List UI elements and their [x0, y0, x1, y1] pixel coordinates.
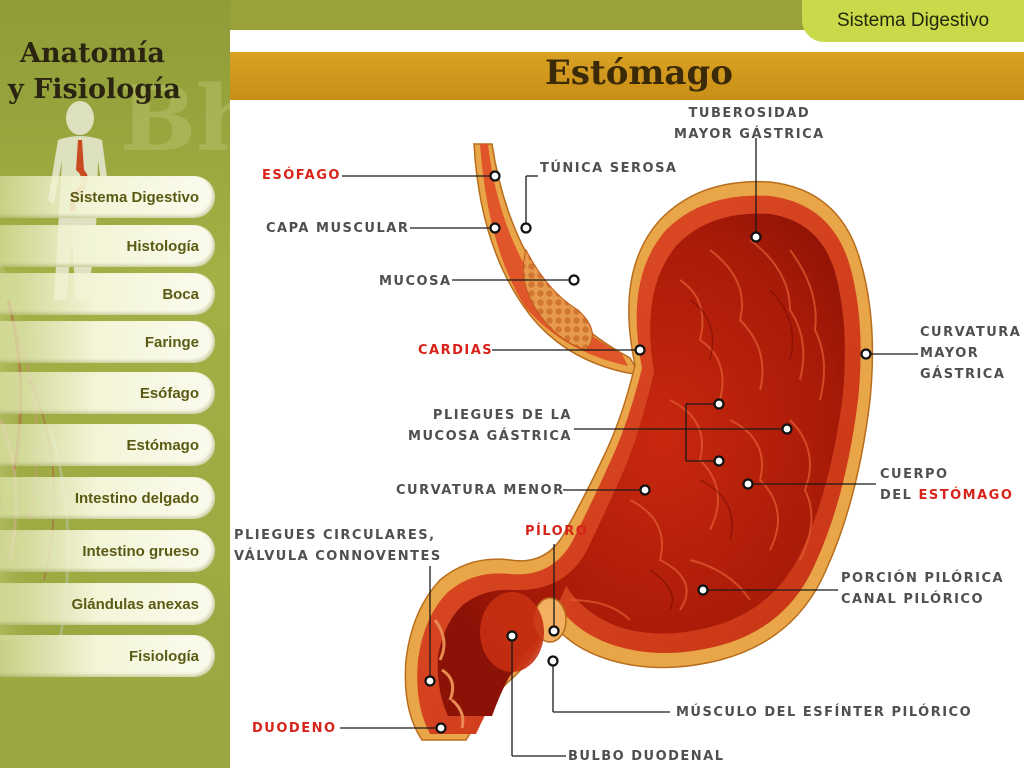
- nav-item-esofago[interactable]: Esófago: [0, 372, 215, 414]
- label-cuerpo-line2b: ESTÓMAGO: [918, 488, 1014, 503]
- label-pliegues-circulares-line1: PLIEGUES CIRCULARES,: [234, 528, 436, 543]
- brand-title-line1: Anatomía: [20, 38, 165, 69]
- esophagus-mucosa: [522, 248, 593, 351]
- svg-text:Bh: Bh: [120, 66, 230, 172]
- label-cuerpo: CUERPO DEL ESTÓMAGO: [880, 464, 1013, 506]
- nav-item-label: Estómago: [126, 436, 199, 454]
- gastric-folds: [569, 239, 825, 621]
- brand-title-line2: y Fisiología: [8, 74, 181, 105]
- label-curvatura-mayor-line3: GÁSTRICA: [920, 367, 1006, 382]
- label-curvatura-mayor-line1: CURVATURA: [920, 325, 1022, 340]
- nav-item-label: Faringe: [144, 333, 199, 351]
- label-porcion-pilorica-line2: CANAL PILÓRICO: [841, 592, 985, 607]
- stomach-illustration: [340, 138, 918, 757]
- nav-item-label: Intestino delgado: [74, 489, 199, 507]
- label-curvatura-menor: CURVATURA MENOR: [396, 483, 565, 498]
- nav-item-faringe[interactable]: Faringe: [0, 321, 215, 363]
- page-title: Estómago: [545, 53, 733, 93]
- brand-title: Anatomía y Fisiología: [8, 36, 181, 108]
- label-tuberosidad-line2: MAYOR GÁSTRICA: [674, 127, 825, 142]
- duodenum-folds: [433, 619, 465, 729]
- nav-item-label: Esófago: [139, 384, 199, 402]
- title-band: [230, 52, 1024, 100]
- label-musculo-esfinter: MÚSCULO DEL ESFÍNTER PILÓRICO: [676, 705, 973, 720]
- label-piloro: PÍLORO: [525, 524, 589, 539]
- leader-dots: [424, 170, 872, 734]
- nav-item-boca[interactable]: Boca: [0, 273, 215, 315]
- nav-item-label: Boca: [162, 285, 199, 303]
- gastric-folds-dark: [649, 289, 794, 611]
- label-duodeno: DUODENO: [252, 721, 337, 736]
- label-pliegues-circulares-line2: VÁLVULA CONNOVENTES: [234, 549, 442, 564]
- label-esofago: ESÓFAGO: [262, 168, 341, 183]
- nav-item-estomago[interactable]: Estómago: [0, 424, 215, 466]
- label-capa-muscular: CAPA MUSCULAR: [266, 221, 410, 236]
- label-mucosa: MUCOSA: [379, 274, 452, 289]
- nav-item-fisiologia[interactable]: Fisiología: [0, 635, 215, 677]
- label-tunica-serosa: TÚNICA SEROSA: [540, 161, 678, 176]
- nav-item-label: Glándulas anexas: [71, 595, 199, 613]
- label-cuerpo-line1: CUERPO: [880, 467, 949, 482]
- nav-item-label: Intestino grueso: [82, 542, 199, 560]
- label-porcion-pilorica: PORCIÓN PILÓRICA CANAL PILÓRICO: [841, 568, 1004, 610]
- nav-item-sistema-digestivo[interactable]: Sistema Digestivo: [0, 176, 215, 218]
- section-badge-label: Sistema Digestivo: [836, 10, 990, 31]
- label-pliegues-mucosa-line2: MUCOSA GÁSTRICA: [408, 429, 572, 444]
- label-curvatura-mayor-line2: MAYOR: [920, 346, 980, 361]
- stomach-diagram: TUBEROSIDAD MAYOR GÁSTRICA TÚNICA SEROSA…: [230, 100, 1024, 768]
- nav-item-intestino-grueso[interactable]: Intestino grueso: [0, 530, 215, 572]
- nav-item-intestino-delgado[interactable]: Intestino delgado: [0, 477, 215, 519]
- section-badge: Sistema Digestivo: [802, 0, 1024, 42]
- label-bulbo-duodenal: BULBO DUODENAL: [568, 749, 725, 764]
- label-cuerpo-line2a: DEL: [880, 488, 919, 503]
- label-tuberosidad: TUBEROSIDAD MAYOR GÁSTRICA: [674, 103, 825, 145]
- nav-item-glandulas-anexas[interactable]: Glándulas anexas: [0, 583, 215, 625]
- label-cardias: CARDIAS: [418, 343, 494, 358]
- nav-item-label: Histología: [126, 237, 199, 255]
- label-pliegues-mucosa: PLIEGUES DE LA MUCOSA GÁSTRICA: [408, 405, 572, 447]
- nav-item-label: Fisiología: [128, 647, 199, 665]
- label-porcion-pilorica-line1: PORCIÓN PILÓRICA: [841, 571, 1005, 586]
- label-curvatura-mayor: CURVATURA MAYOR GÁSTRICA: [920, 322, 1021, 385]
- label-tuberosidad-line1: TUBEROSIDAD: [688, 106, 811, 121]
- nav-item-label: Sistema Digestivo: [69, 188, 199, 206]
- label-pliegues-circulares: PLIEGUES CIRCULARES, VÁLVULA CONNOVENTES: [234, 525, 442, 567]
- nav-item-histologia[interactable]: Histología: [0, 225, 215, 267]
- label-pliegues-mucosa-line1: PLIEGUES DE LA: [432, 408, 572, 423]
- sidebar: Bh Anatomía y Fisiología Sistema Digesti…: [0, 0, 230, 768]
